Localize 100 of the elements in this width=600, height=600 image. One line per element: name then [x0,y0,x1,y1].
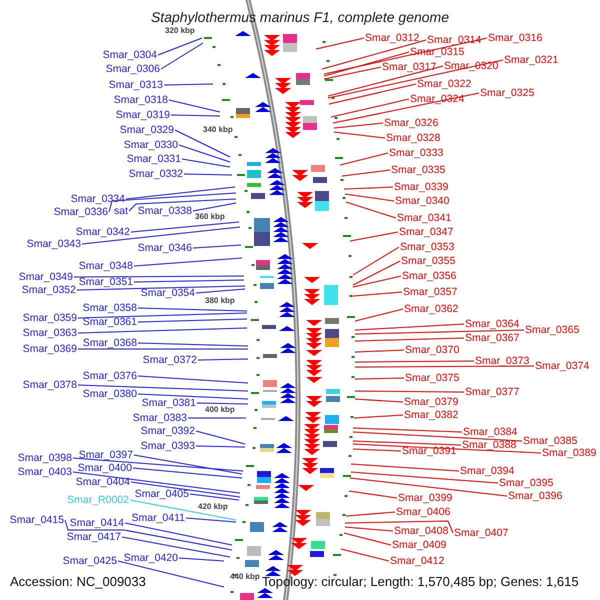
gene-label: Smar_0414 [70,517,124,529]
gene-label: Smar_0376 [82,370,137,382]
leader-line [324,38,488,74]
leader-line [64,520,232,550]
leader-line [352,428,462,432]
gene-label: Smar_0364 [465,318,520,330]
gene-label: Smar_0330 [124,139,178,151]
leader-line [196,288,246,294]
leader-line [352,440,462,446]
gene-label: Smar_0349 [18,271,73,283]
gene-label: Smar_0331 [126,153,181,165]
gene-label: Smar_0404 [76,476,130,488]
gene-label: Smar_0352 [22,284,76,296]
gene-label: Smar_0384 [463,426,518,438]
leader-line [134,454,242,474]
leader-line [196,446,246,448]
gene-label: Smar_0374 [535,360,590,372]
gene-label: Smar_0326 [384,117,438,129]
gene-label: Smar_0391 [402,445,456,457]
leader-line [168,100,220,112]
leader-line [184,174,232,176]
leader-line [122,536,230,558]
leader-line [134,258,242,266]
leader-line [138,376,248,384]
leader-line [350,478,508,496]
gene-label: Smar_0407 [454,527,508,539]
leader-line [134,280,244,282]
leader-line [130,482,240,498]
leader-line [352,260,400,286]
leader-line [352,246,400,276]
leader-line [354,414,404,418]
leader-line [132,468,242,478]
gene-label: Smar_0369 [22,343,77,355]
leader-line [178,558,224,562]
leader-line [198,358,248,360]
leader-line [138,394,248,400]
leader-line [344,520,454,534]
gene-label: Smar_0358 [82,302,137,314]
gene-label: Smar_0411 [131,512,185,524]
scale-label: 340 kbp [203,126,233,134]
leader-line [354,378,404,380]
gene-label: Smar_0377 [465,386,520,398]
leader-line [190,494,240,500]
gene-label: Smar_0341 [397,212,452,224]
gene-label: Smar_0317 [382,61,436,73]
scale-label: 360 kbp [195,213,225,221]
leader-line [324,52,410,76]
title: Staphylothermus marinus F1, complete genome [150,9,450,25]
gene-label: Smar_0342 [76,226,130,238]
leader-line [178,144,230,162]
leader-line [352,292,402,296]
leader-line [130,500,236,520]
gene-label: Smar_0354 [140,287,195,299]
leader-line [128,198,236,212]
gene-label: Smar_0398 [18,452,72,464]
leader-line [354,360,474,362]
gene-label: Smar_0355 [401,255,456,267]
leader-line [126,186,236,200]
gene-label: Smar_0394 [460,465,514,477]
gene-label: Smar_0382 [404,409,458,421]
leader-line [174,130,230,158]
gene-label: Smar_0357 [403,286,458,298]
gene-label: sat [114,205,128,217]
gene-label: Smar_0333 [389,147,444,159]
gene-label: Smar_0306 [106,63,160,75]
gene-label: Smar_0304 [102,49,157,61]
gene-label: Smar_0325 [480,87,534,99]
leader-line [322,40,426,70]
gene-label: Smar_0379 [404,396,458,408]
scale-label: 420 kbp [198,503,228,511]
leader-line [328,66,444,96]
gene-label: Smar_0383 [132,412,187,424]
gene-label: Smar_0415 [10,514,64,526]
leader-line [344,186,394,190]
gene-label: Smar_0328 [386,132,440,144]
gene-label: Smar_0356 [402,270,456,282]
gene-label: Smar_0338 [138,205,192,217]
gene-label: Smar_0389 [542,447,596,459]
leader-line [192,202,236,212]
scale-label: 440 kbp [230,573,260,581]
leader-line [170,114,220,116]
gene-label: Smar_0353 [400,241,454,253]
leader-line [78,348,248,350]
leader-line [350,464,460,472]
leader-line [354,398,404,402]
leader-line [340,152,388,166]
gene-label: Smar_0365 [525,324,580,336]
leader-line [196,402,248,404]
leader-line [158,38,202,56]
scale-label: 380 kbp [205,297,235,305]
gene-label: Smar_0368 [82,337,137,349]
leader-line [138,342,248,346]
gene-label: Smar_0412 [390,555,444,567]
gene-label: Smar_0388 [462,439,516,451]
gene-label: Smar_0375 [405,372,460,384]
gene-label: Smar_0409 [392,539,446,551]
gene-label: Smar_0361 [82,316,137,328]
leader-line [328,60,504,98]
leader-line [324,66,382,80]
leader-line [130,222,240,232]
